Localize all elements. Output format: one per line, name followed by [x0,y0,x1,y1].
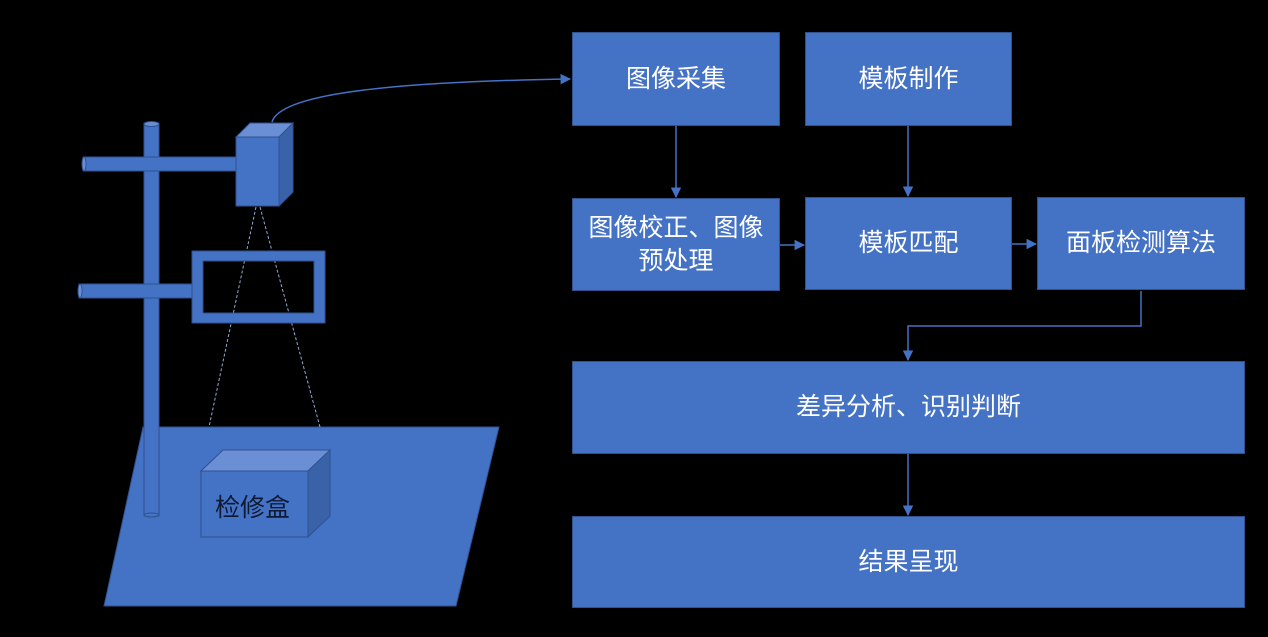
node-difference-analysis[interactable]: 差异分析、识别判断 [572,361,1245,454]
arrow-panel-detect-to-diff [902,291,1142,362]
node-image-preprocessing[interactable]: 图像校正、图像预处理 [572,198,780,291]
connector-camera-to-acquire [271,73,572,123]
node-result-presentation[interactable]: 结果呈现 [572,516,1245,608]
lens-frame [191,250,326,324]
node-label: 图像采集 [625,63,726,93]
node-label: 图像校正、图像预处理 [588,213,764,275]
node-template-making[interactable]: 模板制作 [805,32,1012,126]
upper-arm [81,156,238,172]
node-label: 差异分析、识别判断 [795,392,1021,422]
node-panel-detection[interactable]: 面板检测算法 [1037,197,1245,290]
camera-box [234,121,295,208]
node-label: 模板制作 [858,63,959,93]
node-image-acquisition[interactable]: 图像采集 [572,32,780,126]
node-label: 面板检测算法 [1065,228,1216,258]
stand-pole [143,121,160,518]
node-label: 模板匹配 [858,228,959,258]
lower-arm [77,283,194,299]
node-template-matching[interactable]: 模板匹配 [805,197,1012,290]
node-label: 结果呈现 [858,546,959,576]
inspection-box-label: 检修盒 [215,493,291,522]
inspection-box [199,448,332,539]
